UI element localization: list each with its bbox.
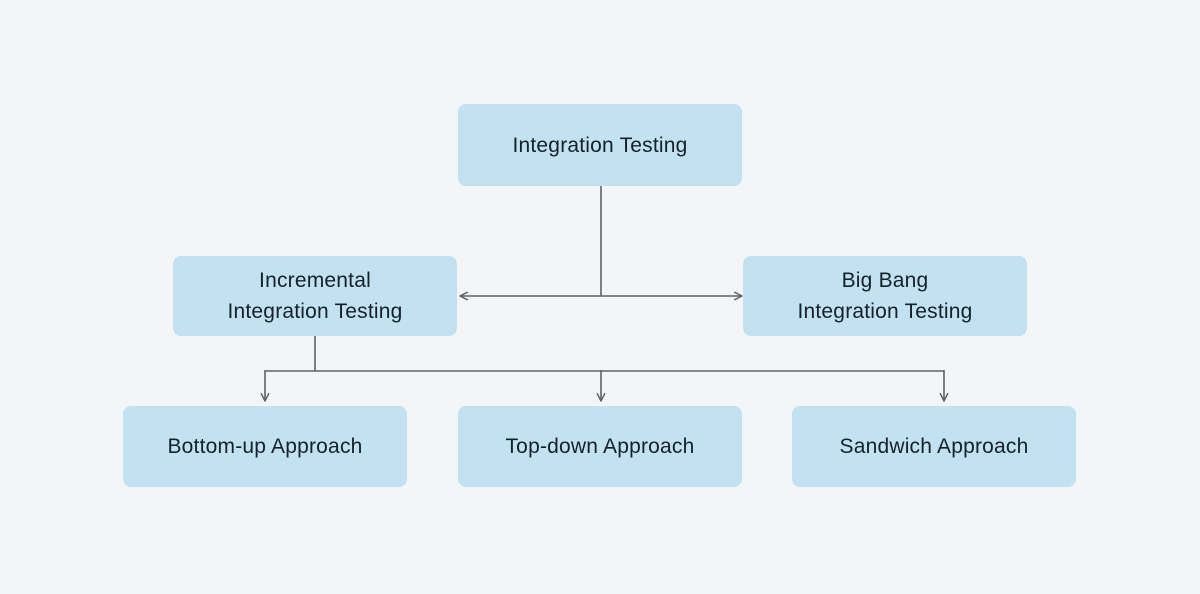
node-bottom-up-approach: Bottom-up Approach: [123, 406, 407, 487]
node-big-bang-integration-testing: Big Bang Integration Testing: [743, 256, 1027, 336]
node-sandwich-approach: Sandwich Approach: [792, 406, 1076, 487]
node-top-down-approach: Top-down Approach: [458, 406, 742, 487]
node-incremental-integration-testing: Incremental Integration Testing: [173, 256, 457, 336]
node-integration-testing: Integration Testing: [458, 104, 742, 186]
